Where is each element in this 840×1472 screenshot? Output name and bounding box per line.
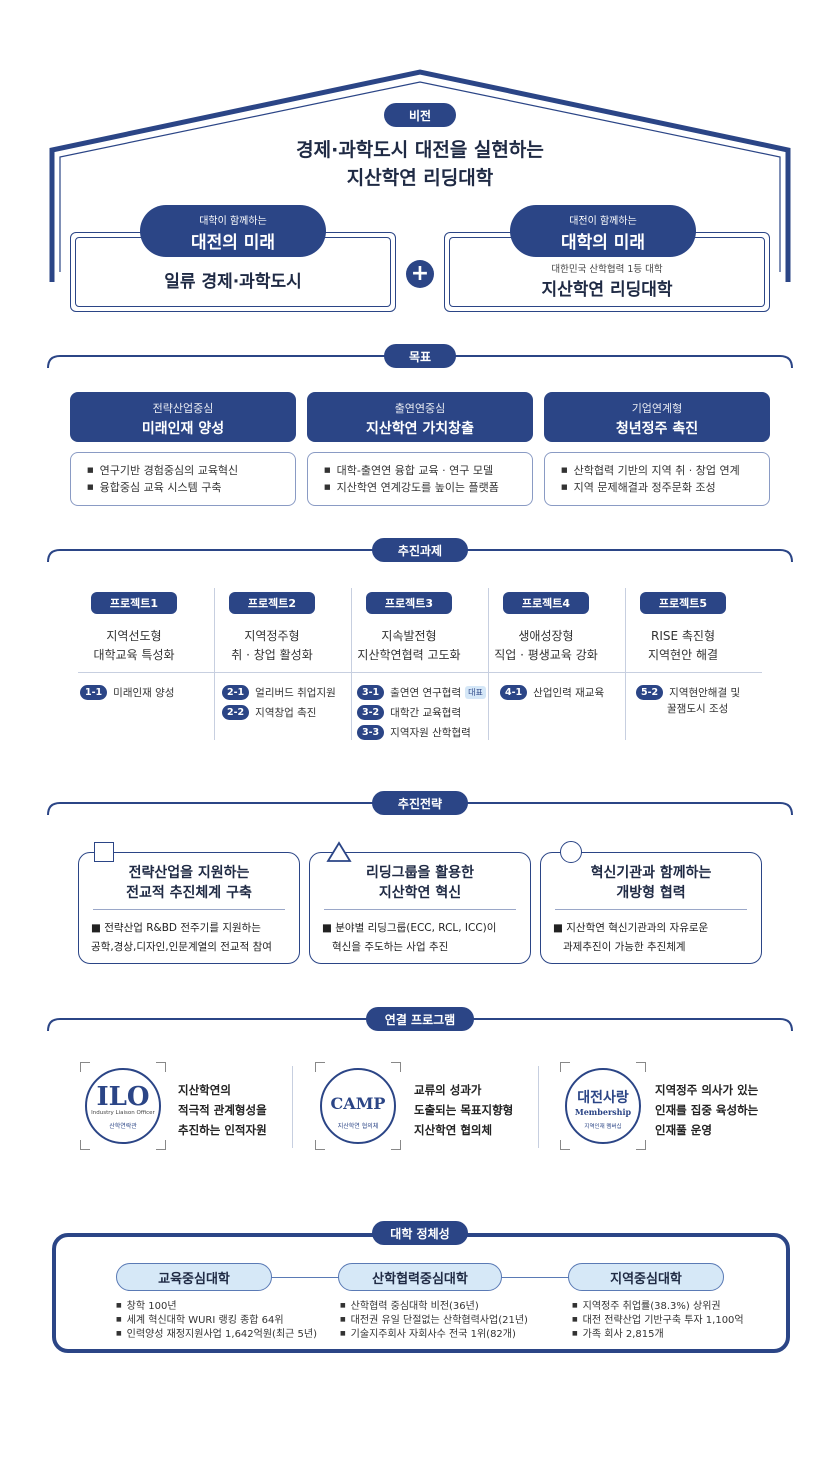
identity-industry-list: 산학협력 중심대학 비전(36년)대전권 유일 단절없는 산학협력사업(21년)…	[340, 1299, 528, 1341]
goal-box-2: 대학-출연연 융합 교육 · 연구 모델지산학연 연계강도를 높이는 플랫폼	[307, 452, 533, 506]
task-5-2-cont: 꿀잼도시 조성	[667, 702, 729, 715]
vision-right-body: 지산학연 리딩대학	[541, 280, 673, 300]
identity-label: 대학 정체성	[372, 1221, 468, 1245]
vision-headline: 경제·과학도시 대전을 실현하는 지산학연 리딩대학	[296, 139, 544, 189]
vision-right-sub: 대한민국 산학협력 1등 대학	[551, 264, 663, 275]
tasks-label: 추진과제	[372, 538, 468, 562]
goal-box-3: 산학협력 기반의 지역 취 · 창업 연계지역 문제해결과 정주문화 조성	[544, 452, 770, 506]
square-icon	[94, 842, 114, 862]
vision-left-pill: 대학이 함께하는 대전의 미래	[140, 205, 326, 257]
project-label-3: 프로젝트3	[366, 592, 452, 614]
identity-region: 지역중심대학	[568, 1263, 724, 1291]
identity-education-list: 창학 100년세계 혁신대학 WURI 랭킹 종합 64위인력양성 재정지원사업…	[116, 1299, 317, 1341]
project-label-2: 프로젝트2	[229, 592, 315, 614]
tasks-rule	[78, 672, 762, 673]
vision-house-frame	[49, 69, 791, 282]
programs-label: 연결 프로그램	[366, 1007, 474, 1031]
daejeon-love-logo: 대전사랑 Membership 지역인재 멤버십	[565, 1068, 641, 1144]
vision-right-pill: 대전이 함께하는 대학의 미래	[510, 205, 696, 257]
circle-icon	[560, 841, 582, 863]
vision-label: 비전	[384, 103, 456, 127]
camp-logo: CAMP 지산학연 협의체	[320, 1068, 396, 1144]
representative-badge: 대표	[465, 685, 486, 699]
identity-region-list: 지역정주 취업률(38.3%) 상위권대전 전략산업 기반구축 투자 1,100…	[572, 1299, 744, 1341]
identity-industry: 산학협력중심대학	[338, 1263, 502, 1291]
strategy-label: 추진전략	[372, 791, 468, 815]
project-label-5: 프로젝트5	[640, 592, 726, 614]
goals-label: 목표	[384, 344, 456, 368]
project-label-4: 프로젝트4	[503, 592, 589, 614]
ilo-logo: ILO Industry Liaison Officer 산학연락관	[85, 1068, 161, 1144]
plus-icon: +	[406, 260, 434, 288]
triangle-icon	[326, 841, 352, 862]
project-label-1: 프로젝트1	[91, 592, 177, 614]
goal-box-1: 연구기반 경험중심의 교육혁신융합중심 교육 시스템 구축	[70, 452, 296, 506]
identity-education: 교육중심대학	[116, 1263, 272, 1291]
vision-left-body: 일류 경제·과학도시	[164, 272, 302, 292]
